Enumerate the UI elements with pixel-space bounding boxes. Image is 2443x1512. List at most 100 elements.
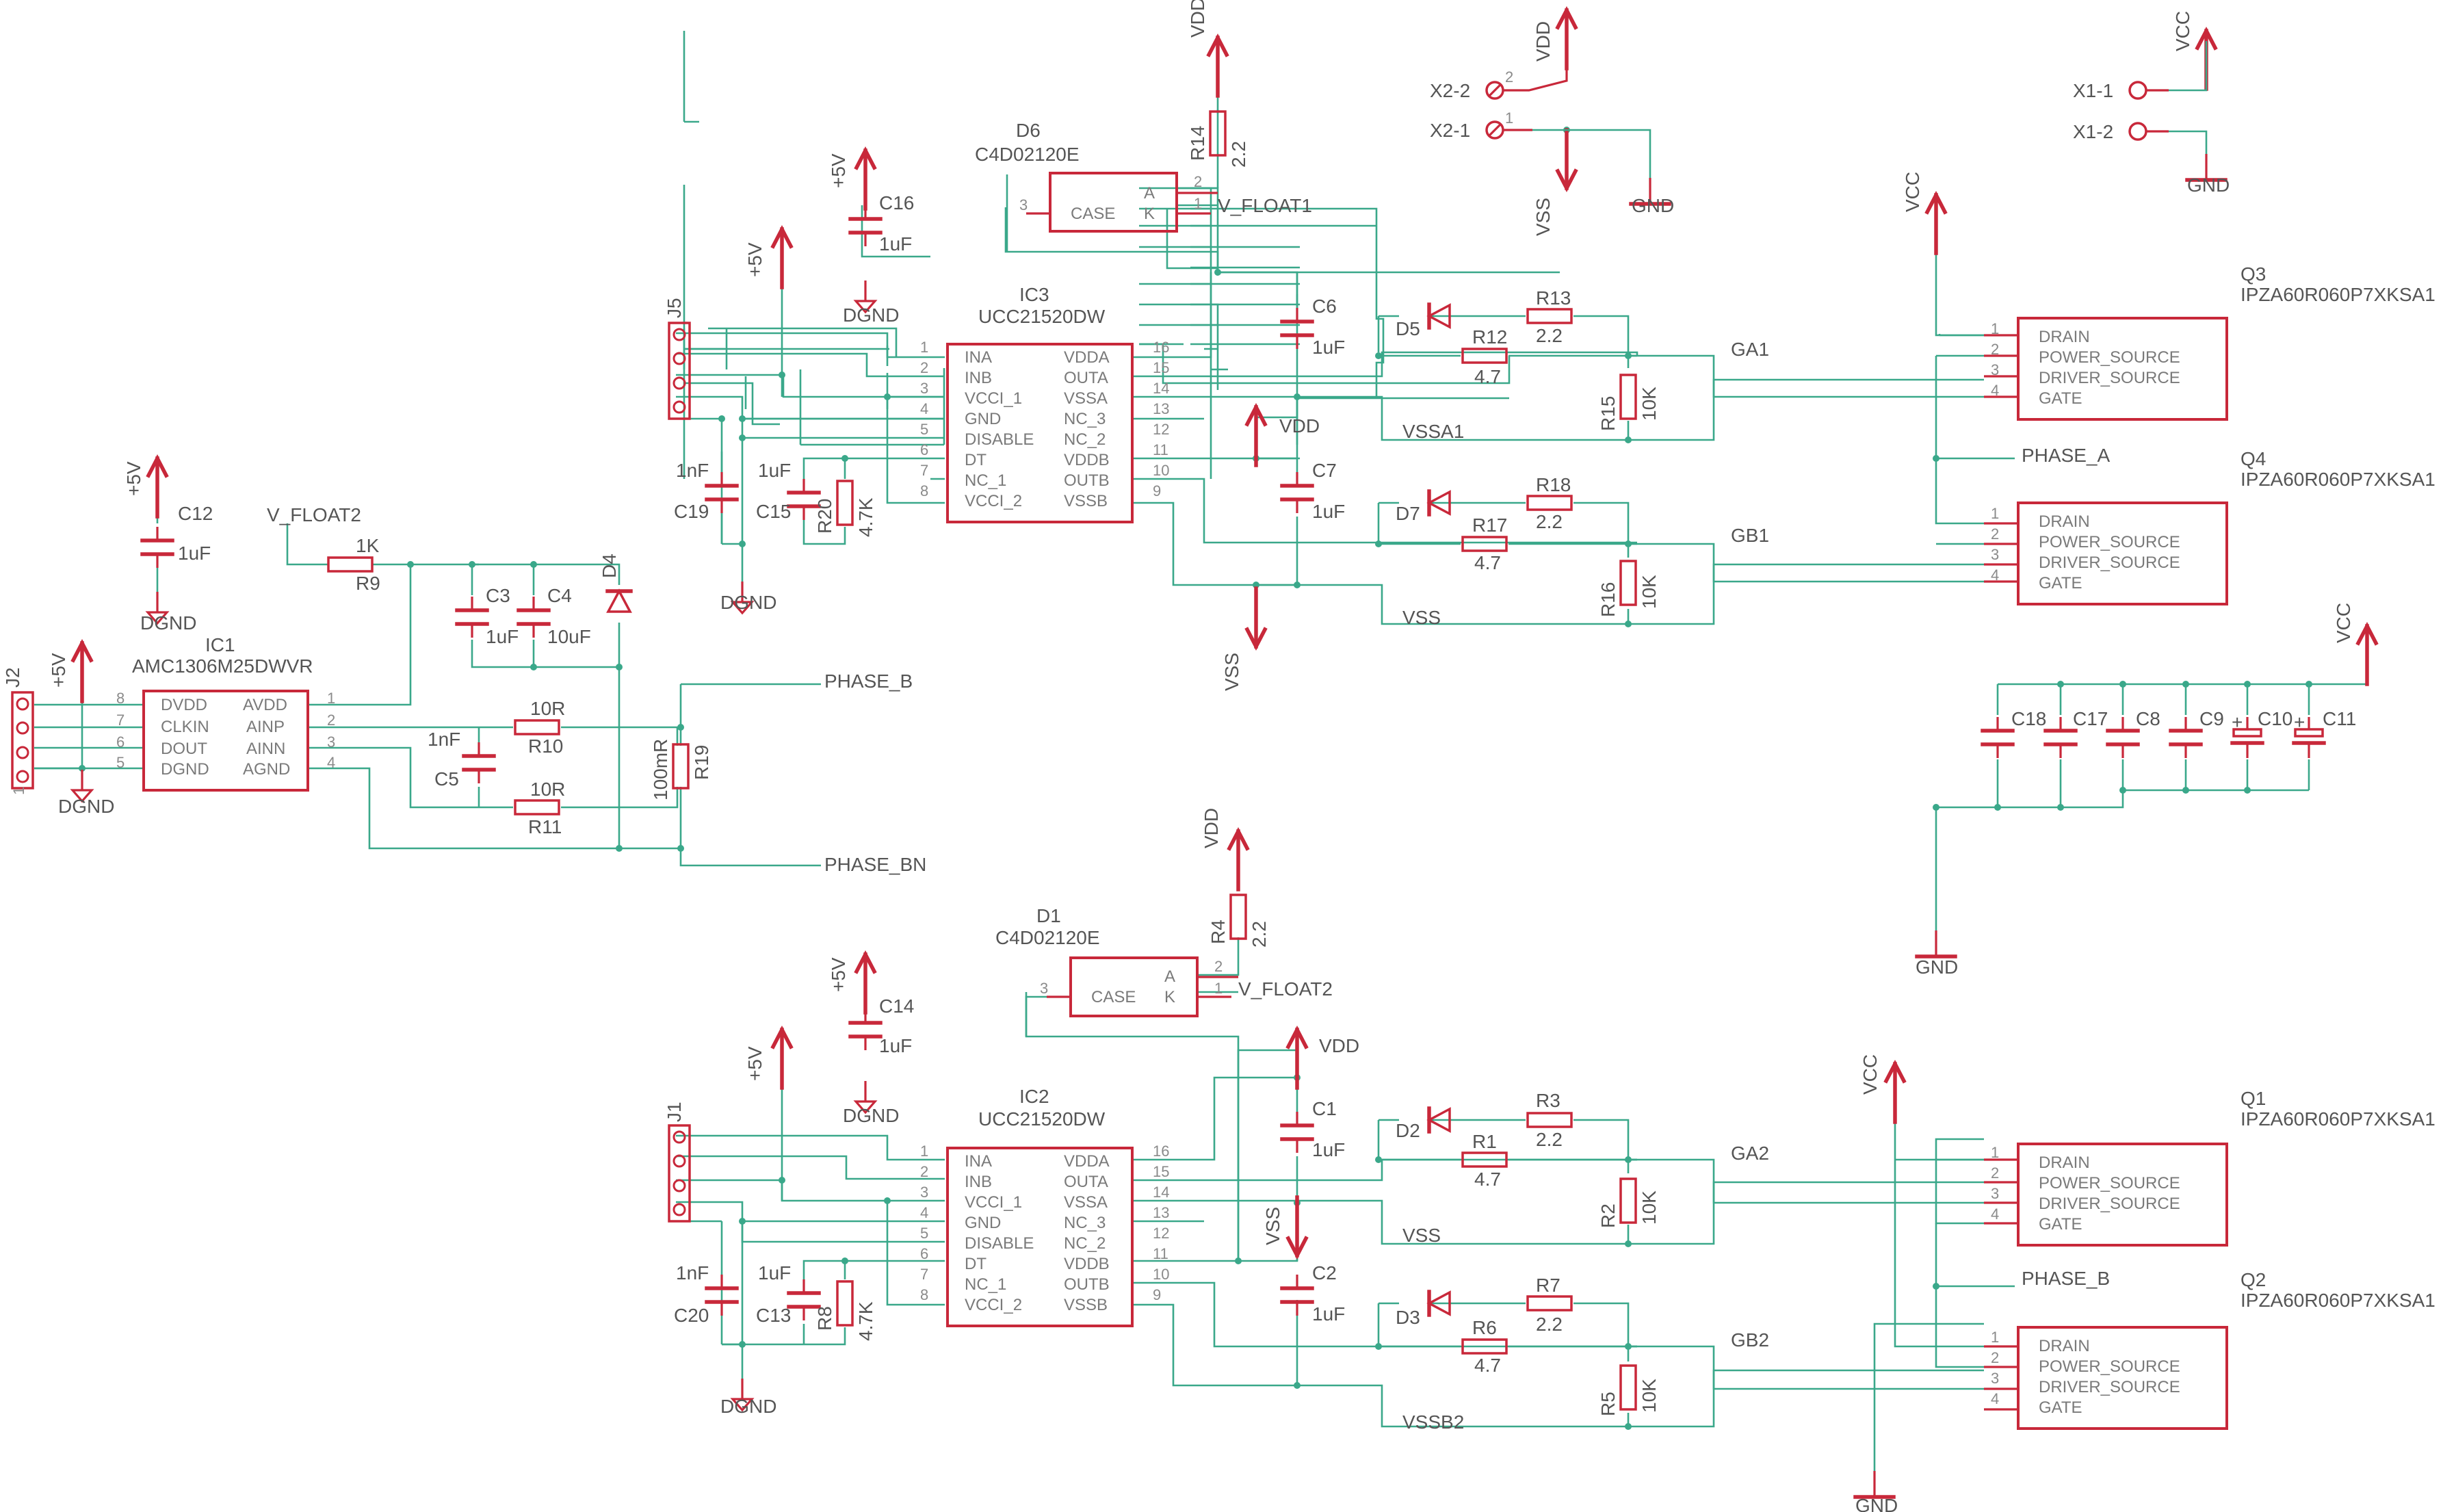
svg-text:3: 3 (1019, 196, 1028, 213)
svg-text:1: 1 (1991, 1329, 1999, 1346)
svg-text:10K: 10K (1638, 575, 1660, 609)
svg-text:1uF: 1uF (1312, 1303, 1345, 1325)
svg-text:J1: J1 (664, 1102, 685, 1122)
svg-text:R7: R7 (1536, 1275, 1560, 1296)
svg-text:1: 1 (920, 339, 928, 356)
svg-text:OUTB: OUTB (1064, 1275, 1110, 1294)
svg-text:12: 12 (1153, 1225, 1169, 1242)
svg-text:5: 5 (920, 421, 928, 438)
svg-text:K: K (1144, 205, 1155, 223)
svg-text:DISABLE: DISABLE (965, 1234, 1034, 1253)
svg-text:DT: DT (965, 451, 987, 469)
resistor-r9: 1K R9 (327, 535, 380, 594)
svg-text:POWER_SOURCE: POWER_SOURCE (2039, 1174, 2180, 1192)
terminal-x2-2[interactable]: X2-22 (1430, 41, 1568, 101)
svg-text:R14: R14 (1187, 126, 1208, 161)
net-phase-b-fet: PHASE_B (2022, 1268, 2110, 1289)
svg-text:INA: INA (965, 348, 992, 367)
cap-c9: C9 (2171, 708, 2224, 758)
connector-j5[interactable]: J5 (664, 298, 691, 420)
svg-text:NC_2: NC_2 (1064, 1234, 1106, 1253)
svg-text:2: 2 (920, 1163, 928, 1180)
svg-text:2: 2 (920, 359, 928, 376)
svg-text:DISABLE: DISABLE (965, 430, 1034, 449)
svg-text:INA: INA (965, 1152, 992, 1171)
svg-text:C14: C14 (879, 995, 914, 1017)
d1-case-wire (1025, 995, 1047, 1037)
vdd-supply-c7: VDD (1247, 407, 1320, 465)
svg-text:GATE: GATE (2039, 1215, 2082, 1234)
connector-j1[interactable]: J1 (664, 1102, 691, 1223)
wires (676, 109, 2368, 951)
svg-text:R9: R9 (356, 573, 380, 594)
svg-text:R19: R19 (691, 745, 712, 780)
svg-text:C6: C6 (1312, 296, 1337, 317)
svg-text:5: 5 (920, 1225, 928, 1242)
svg-text:R4: R4 (1207, 920, 1229, 944)
svg-text:2: 2 (1505, 68, 1513, 86)
svg-text:X1-1: X1-1 (2073, 80, 2113, 101)
vdd-x2: VDD (1532, 10, 1576, 68)
svg-text:10R: 10R (530, 779, 565, 800)
dgnd-j2: DGND (58, 768, 114, 817)
cap-c18: C18 (1983, 708, 2046, 758)
svg-text:8: 8 (920, 482, 928, 499)
svg-text:DGND: DGND (843, 304, 899, 326)
resistor-r3: R32.2 (1526, 1090, 1573, 1150)
svg-text:UCC21520DW: UCC21520DW (978, 306, 1106, 327)
svg-text:4.7: 4.7 (1474, 1355, 1501, 1376)
svg-text:1: 1 (1991, 505, 1999, 522)
svg-text:NC_3: NC_3 (1064, 1214, 1106, 1232)
svg-text:C18: C18 (2011, 708, 2046, 729)
svg-text:C4: C4 (547, 585, 572, 606)
svg-text:4: 4 (1991, 1205, 1999, 1223)
cap-c11: C11+ (2294, 708, 2356, 758)
terminal-x1-1[interactable]: X1-1 (2073, 41, 2208, 101)
svg-text:VCCI_1: VCCI_1 (965, 1193, 1022, 1212)
connector-j2[interactable]: J2 1 (2, 667, 34, 795)
svg-text:C4D02120E: C4D02120E (975, 144, 1080, 165)
svg-text:POWER_SOURCE: POWER_SOURCE (2039, 533, 2180, 551)
svg-text:1: 1 (1505, 109, 1513, 127)
gnd-q2: GND (1855, 1471, 1898, 1512)
svg-text:VCC: VCC (2172, 11, 2193, 51)
svg-text:IC3: IC3 (1019, 284, 1049, 305)
svg-text:C11: C11 (2323, 708, 2356, 729)
gnd-x1: GND (2187, 154, 2230, 196)
svg-text:DOUT: DOUT (161, 740, 207, 758)
svg-text:1: 1 (327, 690, 335, 707)
svg-text:POWER_SOURCE: POWER_SOURCE (2039, 1357, 2180, 1376)
svg-text:IPZA60R060P7XKSA1: IPZA60R060P7XKSA1 (2240, 469, 2435, 490)
terminal-x2-1[interactable]: X2-11 (1430, 109, 1651, 178)
svg-text:VCCI_2: VCCI_2 (965, 492, 1022, 510)
svg-text:1K: 1K (356, 535, 380, 556)
svg-text:D3: D3 (1396, 1307, 1420, 1328)
svg-text:VDDA: VDDA (1064, 1152, 1110, 1171)
svg-text:2.2: 2.2 (1249, 921, 1270, 948)
net-phase-b-sense: PHASE_B (824, 670, 913, 692)
svg-text:DRAIN: DRAIN (2039, 512, 2090, 531)
svg-text:1nF: 1nF (428, 729, 460, 750)
svg-text:1uF: 1uF (879, 233, 912, 255)
svg-text:3: 3 (920, 1184, 928, 1201)
svg-text:NC_3: NC_3 (1064, 410, 1106, 428)
terminal-x1-2[interactable]: X1-2 (2073, 121, 2208, 154)
svg-text:7: 7 (116, 712, 125, 729)
svg-text:DGND: DGND (720, 1396, 776, 1417)
svg-text:C10: C10 (2258, 708, 2292, 729)
svg-text:12: 12 (1153, 421, 1169, 438)
svg-text:2: 2 (1991, 525, 1999, 543)
svg-text:IC2: IC2 (1019, 1086, 1049, 1107)
svg-text:16: 16 (1153, 339, 1169, 356)
